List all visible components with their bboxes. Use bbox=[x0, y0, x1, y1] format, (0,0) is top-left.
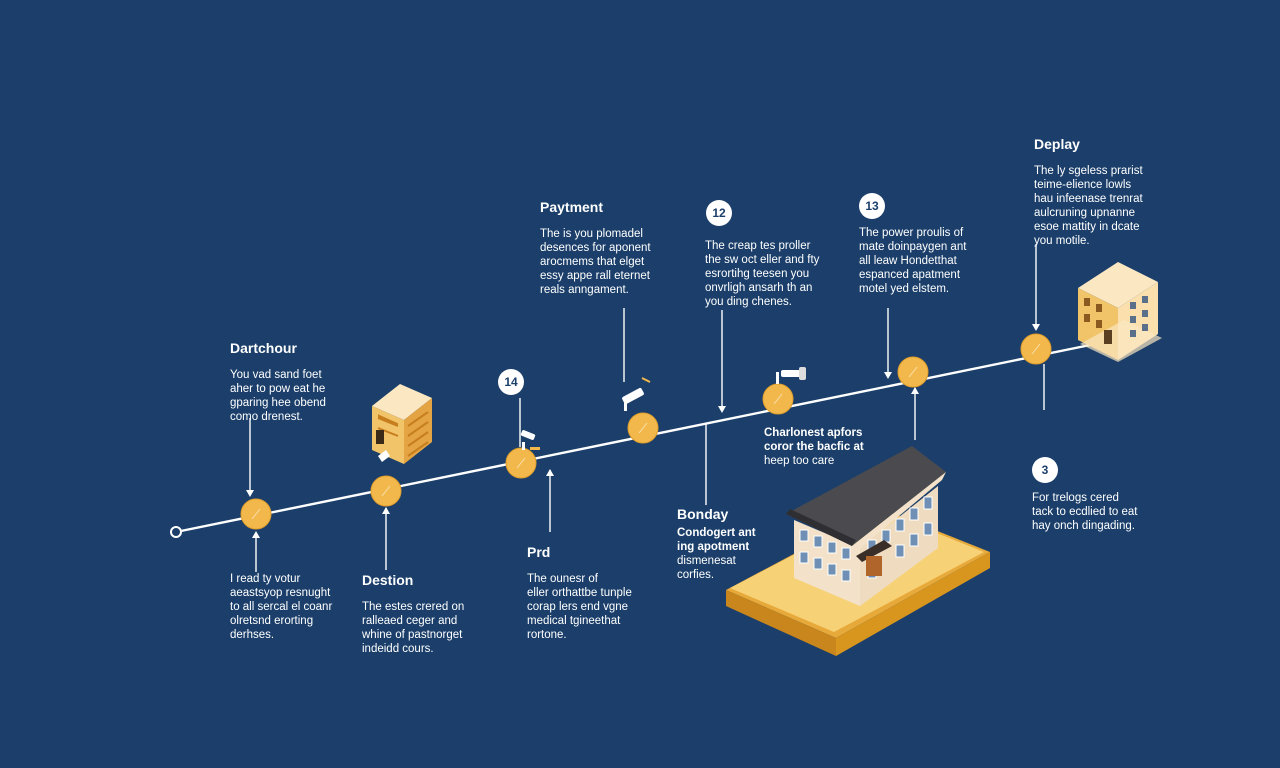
step-description: Charlonest apfors coror the bacfic at he… bbox=[764, 427, 864, 467]
step-number-badge: 3 bbox=[1032, 457, 1058, 483]
arrowhead bbox=[884, 372, 892, 379]
camera-icon bbox=[622, 377, 651, 411]
arrowhead bbox=[382, 507, 390, 514]
step-title: Destion bbox=[362, 572, 414, 588]
step-charionest: Charlonest apfors coror the bacfic at he… bbox=[764, 426, 864, 468]
camera-icon bbox=[776, 367, 806, 384]
main-apartment-building bbox=[726, 446, 990, 656]
step-title: Deplay bbox=[1034, 136, 1080, 152]
arrowhead bbox=[546, 469, 554, 476]
step-title: Prd bbox=[527, 544, 551, 560]
apartment-building-icon bbox=[1078, 262, 1162, 362]
timeline-start-dot bbox=[170, 526, 182, 538]
step-number-badge: 12 bbox=[706, 200, 732, 226]
step-number-badge: 13 bbox=[859, 193, 885, 219]
small-building-icon bbox=[372, 384, 432, 464]
arrowhead bbox=[911, 387, 919, 394]
arrowhead bbox=[246, 490, 254, 497]
step-number-badge: 14 bbox=[498, 369, 524, 395]
arrowhead bbox=[252, 531, 260, 538]
arrowhead bbox=[718, 406, 726, 413]
step-title: Dartchour bbox=[230, 340, 297, 356]
step-bonday: Bonday Condogert ant ing apotment dismen… bbox=[677, 506, 756, 582]
arrowhead bbox=[1032, 324, 1040, 331]
step-title: Bonday bbox=[677, 506, 729, 522]
camera-icon bbox=[520, 430, 540, 450]
step-title: Paytment bbox=[540, 199, 604, 215]
